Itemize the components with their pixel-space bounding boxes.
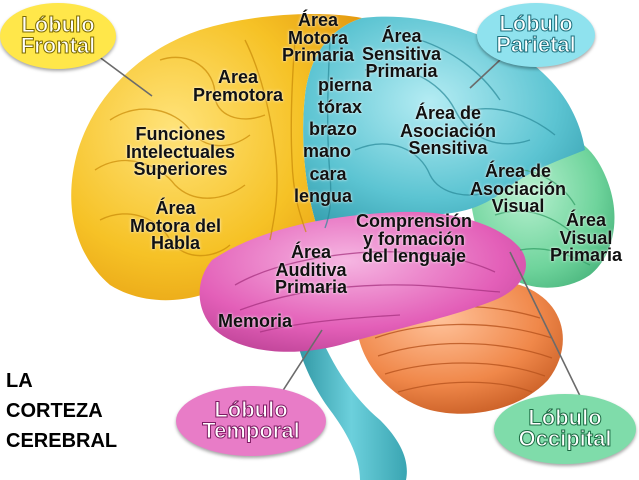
label-line: Intelectuales: [126, 141, 236, 162]
label-line: Premotora: [193, 84, 284, 105]
label-line: Memoria: [218, 311, 293, 331]
label-line: Area: [218, 67, 259, 87]
funciones-intelectuales-label: Funciones Intelectuales Superiores: [126, 124, 236, 180]
label-line: Motora: [288, 27, 349, 48]
memoria-label: Memoria: [218, 311, 293, 331]
label-line: y formación: [362, 228, 466, 249]
comprension-lenguaje-label: Comprensión y formación del lenguaje: [356, 211, 473, 267]
area-sensitiva-primaria-label: Área Sensitiva Primaria: [362, 26, 442, 82]
temporal-lobe-bubble: Lóbulo Temporal: [176, 386, 326, 456]
label-line: Área: [291, 242, 332, 262]
label-line: Área: [566, 210, 607, 230]
label-line: Primaria: [282, 45, 355, 66]
area-premotora-label: Area Premotora: [193, 67, 284, 105]
frontal-pointer-line: [97, 55, 153, 97]
label-line: Habla: [150, 233, 201, 254]
occipital-pointer-line: [509, 251, 583, 401]
parietal-lobe-shape: [303, 16, 585, 231]
label-line: Auditiva: [275, 259, 347, 280]
label-line: Visual: [559, 227, 613, 248]
body-parts-label: pierna tórax brazo mano cara lengua: [274, 74, 372, 207]
label-line: Comprensión: [356, 211, 473, 231]
title-line1: LA: [6, 370, 33, 392]
occipital-lobe-bubble: Lóbulo Occipital: [494, 394, 636, 464]
temporal-pointer-line: [281, 329, 323, 393]
label-line: Asociación: [470, 178, 567, 199]
frontal-lobe-label-line1: Lóbulo: [21, 12, 95, 38]
temporal-lobe-label-line2: Temporal: [202, 418, 300, 443]
occipital-lobe-label-line2: Occipital: [518, 426, 612, 451]
label-line: Primaria: [365, 61, 438, 82]
label-line: Superiores: [133, 159, 228, 180]
label-line: Primaria: [275, 277, 348, 298]
body-part-lengua: lengua: [294, 185, 353, 206]
label-line: Área: [155, 198, 196, 218]
frontal-lobe-label-line2: Frontal: [20, 33, 96, 58]
label-line: Primaria: [550, 245, 623, 266]
body-part-torax: tórax: [318, 97, 363, 118]
temporal-lobe-label-line1: Lóbulo: [214, 397, 288, 423]
title-line3: CEREBRAL: [6, 430, 118, 452]
parietal-lobe-bubble: Lóbulo Parietal: [477, 3, 595, 67]
area-visual-primaria-label: Área Visual Primaria: [550, 210, 623, 266]
occipital-lobe-label-line1: Lóbulo: [528, 405, 602, 431]
diagram-title: LA CORTEZA CEREBRAL: [6, 366, 117, 456]
label-line: Área de: [414, 103, 482, 123]
frontal-lobe-bubble: Lóbulo Frontal: [0, 3, 116, 69]
body-part-mano: mano: [303, 141, 352, 162]
temporal-lobe-shape: [199, 211, 526, 352]
body-part-cara: cara: [309, 163, 347, 184]
title-line2: CORTEZA: [6, 400, 103, 422]
area-motora-habla-label: Área Motora del Habla: [130, 198, 222, 254]
label-line: Área de: [484, 161, 552, 181]
body-part-brazo: brazo: [309, 119, 358, 140]
label-line: Área: [381, 26, 422, 46]
parietal-lobe-label-line2: Parietal: [496, 32, 576, 57]
parietal-lobe-label-line1: Lóbulo: [499, 11, 573, 37]
area-motora-primaria-label: Área Motora Primaria: [282, 10, 355, 66]
parietal-pointer-line: [469, 59, 501, 89]
label-line: Sensitiva: [362, 43, 442, 64]
label-line: del lenguaje: [361, 246, 467, 267]
area-asociacion-visual-label: Área de Asociación Visual: [470, 161, 567, 217]
label-line: Funciones: [135, 124, 226, 144]
area-auditiva-primaria-label: Área Auditiva Primaria: [275, 242, 348, 298]
body-part-pierna: pierna: [318, 75, 373, 95]
brainstem-shape: [296, 330, 407, 480]
label-line: Sensitiva: [408, 138, 488, 159]
label-line: Visual: [491, 196, 545, 217]
label-line: Asociación: [400, 120, 497, 141]
label-line: Motora del: [130, 215, 222, 236]
label-line: Área: [298, 10, 339, 30]
area-asociacion-sensitiva-label: Área de Asociación Sensitiva: [400, 103, 497, 159]
